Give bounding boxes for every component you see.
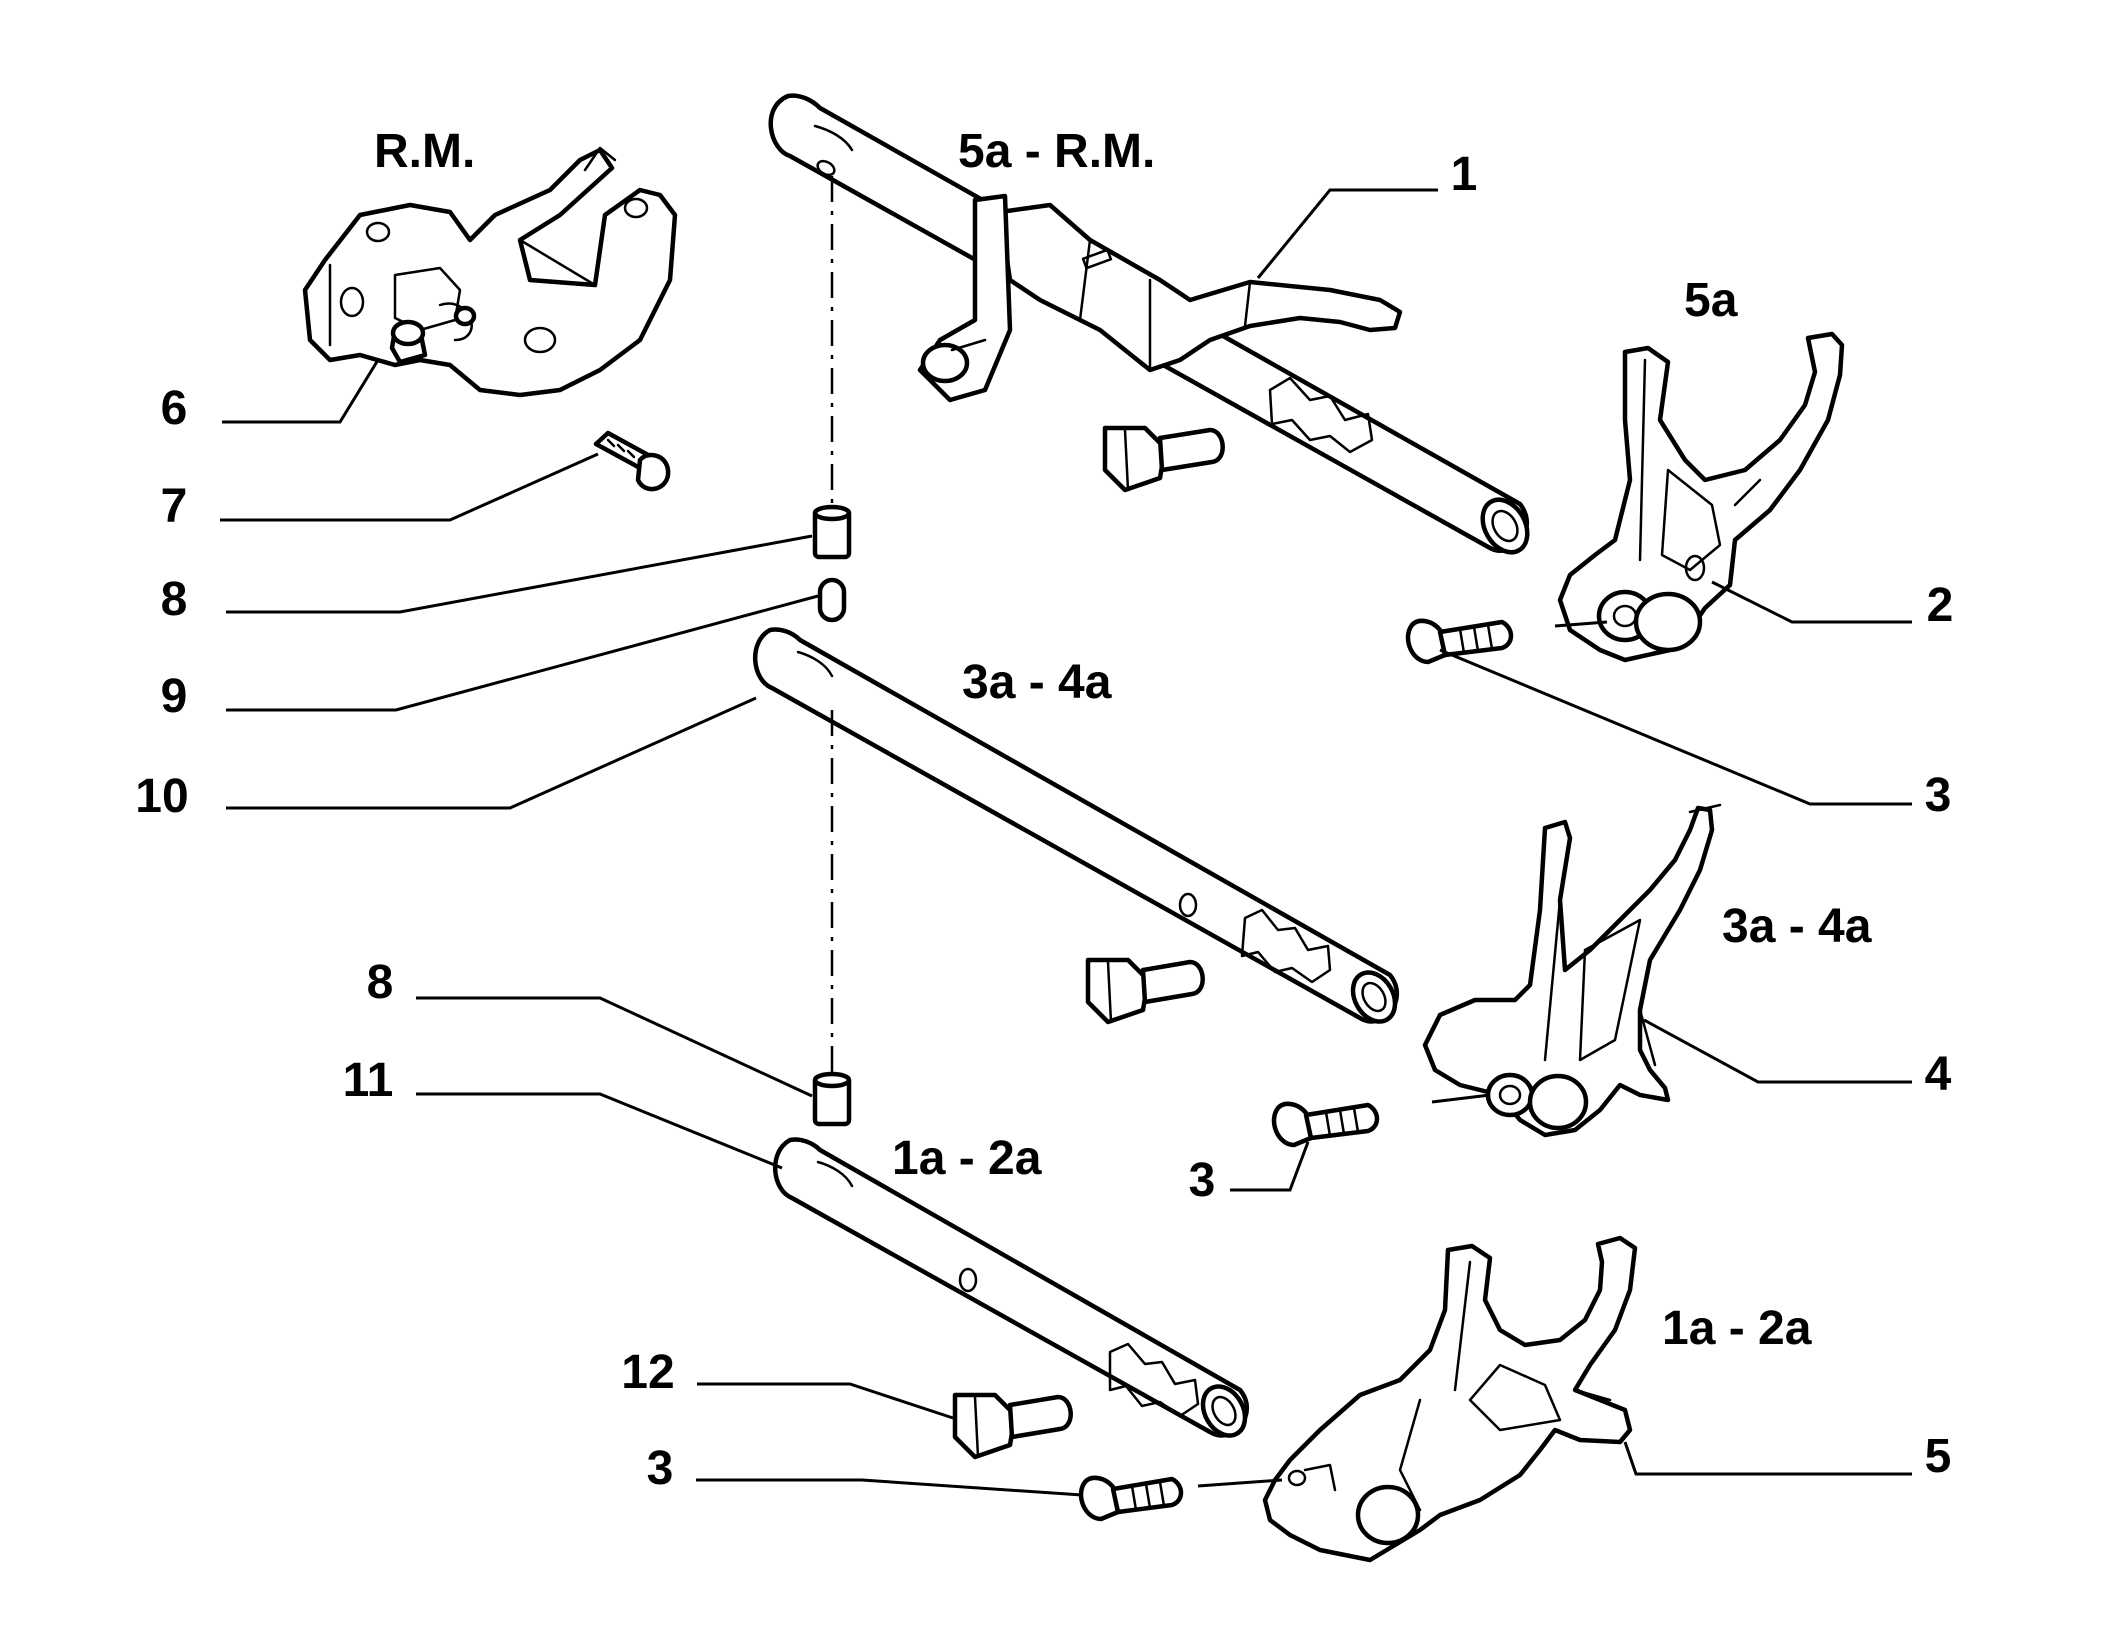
interlock-plunger-8-upper — [812, 504, 852, 560]
callout-3-middle: 3 — [1189, 1154, 1216, 1207]
label-1a-2a-rod: 1a - 2a — [892, 1132, 1042, 1185]
label-5a: 5a — [1684, 274, 1738, 327]
callout-10: 10 — [135, 770, 188, 823]
callout-8-upper: 8 — [161, 573, 188, 626]
leader-3-middle — [1230, 1141, 1310, 1192]
callout-5: 5 — [1925, 1430, 1952, 1483]
callout-7: 7 — [161, 480, 188, 533]
bolt-7 — [593, 430, 671, 492]
shift-rod-5a-rm — [768, 93, 1530, 555]
label-3a-4a-rod: 3a - 4a — [962, 656, 1112, 709]
bolt-3-middle — [1271, 1101, 1380, 1148]
label-3a-4a-fork: 3a - 4a — [1722, 900, 1872, 953]
shift-fork-1a-2a — [1262, 1235, 1638, 1563]
callout-6: 6 — [161, 382, 188, 435]
leader-12 — [697, 1382, 954, 1420]
bolt-3-lower — [1078, 1475, 1184, 1522]
callout-12: 12 — [621, 1346, 674, 1399]
leader-8-lower — [416, 996, 813, 1098]
gear-labels: R.M. 5a - R.M. 5a 3a - 4a 3a - 4a 1a - 2… — [374, 125, 1872, 1355]
reverse-bracket — [302, 146, 678, 398]
leader-1 — [1256, 188, 1438, 279]
callout-8-lower: 8 — [367, 956, 394, 1009]
leader-6 — [222, 359, 380, 424]
bolt-3-upper — [1405, 618, 1514, 665]
shift-rod-3a-4a — [753, 627, 1399, 1024]
callout-numbers: 1 2 3 4 3 5 3 12 11 8 10 9 8 7 6 — [135, 148, 1953, 1495]
callout-1: 1 — [1451, 148, 1478, 201]
leader-9 — [226, 594, 819, 712]
leader-2 — [1711, 580, 1912, 624]
callout-4: 4 — [1925, 1048, 1952, 1101]
leader-3-upper — [1439, 648, 1912, 806]
leader-11 — [416, 1092, 783, 1170]
label-5a-rm: 5a - R.M. — [958, 125, 1155, 178]
leader-4 — [1643, 1018, 1912, 1084]
leader-4-bolt — [1431, 1093, 1491, 1104]
leader-5 — [1623, 1441, 1912, 1476]
label-rm: R.M. — [374, 125, 475, 178]
callout-3-upper: 3 — [1925, 769, 1952, 822]
leader-3-lower — [696, 1478, 1083, 1497]
callout-3-lower: 3 — [647, 1442, 674, 1495]
shift-fork-5a — [1557, 331, 1845, 663]
leader-lines — [220, 188, 1912, 1497]
leader-2-bolt — [1554, 620, 1608, 628]
leader-10 — [226, 696, 757, 810]
detent-plug-upper — [1102, 425, 1225, 493]
callout-9: 9 — [161, 670, 188, 723]
label-1a-2a-fork: 1a - 2a — [1662, 1302, 1812, 1355]
interlock-pin-9 — [817, 577, 847, 623]
detent-plug-middle — [1085, 957, 1205, 1025]
interlock-plunger-8-lower — [812, 1071, 852, 1127]
leader-7 — [220, 452, 599, 522]
detent-plug-12 — [952, 1392, 1073, 1460]
shift-rod-1a-2a — [773, 1137, 1249, 1438]
shift-fork-3a-4a — [1422, 803, 1722, 1138]
leader-5-bolt — [1197, 1478, 1283, 1488]
leader-8-upper — [226, 534, 813, 614]
callout-11: 11 — [343, 1054, 394, 1107]
callout-2: 2 — [1927, 579, 1954, 632]
